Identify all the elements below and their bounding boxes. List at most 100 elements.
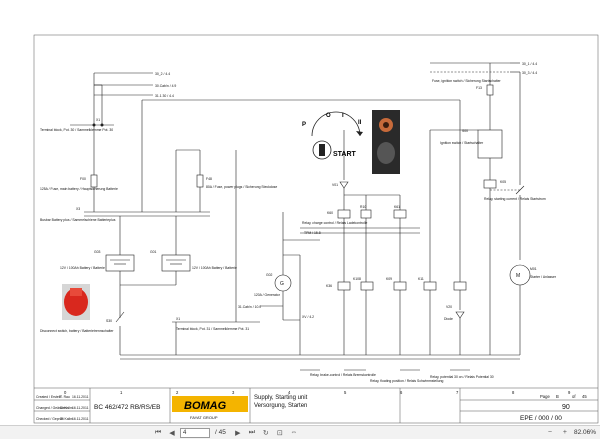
page-of: of [572,394,576,399]
rev-name: T. Rau [60,395,70,399]
m01-note: Starter / Anlasser [530,275,557,279]
last-page-icon[interactable]: ⏭ [248,428,255,436]
key-pos-ii: II [358,120,362,126]
col-number: 1 [120,390,123,395]
rev-label: Changed / Geändert [36,406,67,410]
g01-label: G01 [150,250,157,254]
x1-label: X1 [96,118,100,122]
s00-note: Ignition switch / Startschalter [440,141,484,145]
title-line-2: Versorgung, Starten [254,403,307,409]
k11-label: K11 [418,277,424,281]
zoom-level[interactable]: 82.06% [573,429,596,436]
g03-label: G03 [94,250,101,254]
page-number: 90 [562,404,570,411]
k09-label: K09 [386,277,392,281]
rev-date: 16.11.2011 [72,417,89,421]
ref-30-cab: 30.Cab/n / 4.9 [155,84,176,88]
f00-note: 125A / Fuse, main battery / Hauptsicheru… [40,187,118,191]
k36-note: Relay, brake-control / Relais Bremskontr… [310,373,376,377]
k11-note: Relay, potential 30 on / Relais Potentia… [430,375,494,379]
col-number: 6 [400,390,403,395]
f13-label: F13 [476,86,482,90]
ref-30-1: 30_1 / 4.4 [522,62,537,66]
viewer-status-bar: ⏮ ◀ 4 / 45 ▶ ⏭ ↻ ⊡ ⇔ − + 82.06% [0,425,600,439]
terminal-note: Terminal block, Pot. 30 / Sammelklemme P… [40,128,113,132]
f48-note: 80A / Fuse, power plugs / Sicherung Stec… [206,185,277,189]
page-count: / 45 [215,429,226,436]
page-sheet-small: B [556,394,559,399]
col-number: 5 [344,390,347,395]
r10-label: R10 [360,205,366,209]
f00-label: F00 [80,177,86,181]
brand-sub: FAYAT GROUP [190,415,218,420]
f13-note: Fuse, ignition switch / Sicherung Starts… [432,79,501,83]
v01-label: V01 [332,183,338,187]
ref-30-3: 30_3 / 4.4 [522,71,537,75]
col-number: 2 [176,390,179,395]
brand-name: BOMAG [184,400,227,412]
brand-logo [172,396,248,412]
k36-label: K36 [326,284,332,288]
col-number: 0 [64,390,67,395]
col-number: 3 [232,390,235,395]
rotate-icon[interactable]: ↻ [262,429,269,437]
v20-label: V20 [446,305,452,309]
k60-label: K60 [327,211,333,215]
rev-label: Checked / Geprüft [36,417,64,421]
schematic-sheet: 0 1 2 3 4 5 6 7 8 9 [33,34,599,424]
ignition-key-diagram: P O I II START [302,110,400,174]
page-total: 45 [582,394,587,399]
first-page-icon[interactable]: ⏮ [154,428,162,436]
wire-ref: 31.Cab/n / 10.0 [238,305,261,309]
k61-label: K61 [394,205,400,209]
ref-31-30: 31.1 30 / 4.4 [155,94,174,98]
page-number-input[interactable]: 4 [180,427,210,438]
generator-symbol: G [280,281,284,287]
k60-note: Relay, charge control / Relais Ladekontr… [302,221,367,225]
col-number: 4 [288,390,291,395]
s30-label: S30 [106,319,112,323]
next-page-icon[interactable]: ▶ [235,429,241,437]
col-number: 7 [456,390,459,395]
k09-note: Relay, floating position / Relais Schwim… [370,379,444,383]
m01-label: M01 [530,267,537,271]
rev-name: D. Kallm [60,406,73,410]
doc-id: EPE / 000 / 00 [520,415,562,422]
rev-date: 16.11.2011 [72,406,89,410]
fit-page-icon[interactable]: ⊡ [276,429,283,437]
f48-label: F48 [206,177,212,181]
start-label: START [333,151,357,158]
g02-label: G02 [266,273,273,277]
zoom-in-icon[interactable]: + [562,429,567,436]
zoom-control: − + 82.06% [544,427,596,438]
column-numbers: 0 1 2 3 4 5 6 7 8 9 [64,390,571,395]
rev-name: G. Kallm [60,417,73,421]
page-navigation: ⏮ ◀ 4 / 45 ▶ ⏭ ↻ ⊡ ⇔ [152,427,300,438]
starter-motor-symbol: M [516,273,520,279]
tpm-ref: TPM / 15.8 [304,231,321,235]
k05-note: Relay, starting current / Relais Startst… [484,197,546,201]
prev-page-icon[interactable]: ◀ [169,429,175,437]
x3-label: X3 [76,207,80,211]
key-pos-p: P [302,122,306,128]
page-label: Page [540,394,550,399]
k108-label: K108 [353,277,361,281]
key-pos-i: I [342,113,344,119]
wiring: G [70,62,531,371]
g03-note: 12V / 100Ah Battery / Batterie [60,266,105,270]
key-pos-o: O [326,113,331,119]
s00-label: S00 [462,129,468,133]
k05-label: K05 [500,180,506,184]
fit-width-icon[interactable]: ⇔ [290,429,298,436]
rev-label: Created / Erstellt [36,395,61,399]
xv-ref: XV / 4.2 [302,315,314,319]
model-name: BC 462/472 RB/RS/EB [94,404,160,411]
s30-note: Disconnect switch, battery / Batterietre… [40,329,114,333]
g01-note: 12V / 100Ah Battery / Batterie [192,266,237,270]
x1-lower-label: X1 [176,317,180,321]
col-number: 9 [568,390,571,395]
title-line-1: Supply, Starting unit [254,395,308,401]
zoom-out-icon[interactable]: − [547,429,552,436]
g02-note: 120A / Generator [254,293,281,297]
ref-30-2: 30_2 / 4.4 [155,72,170,76]
